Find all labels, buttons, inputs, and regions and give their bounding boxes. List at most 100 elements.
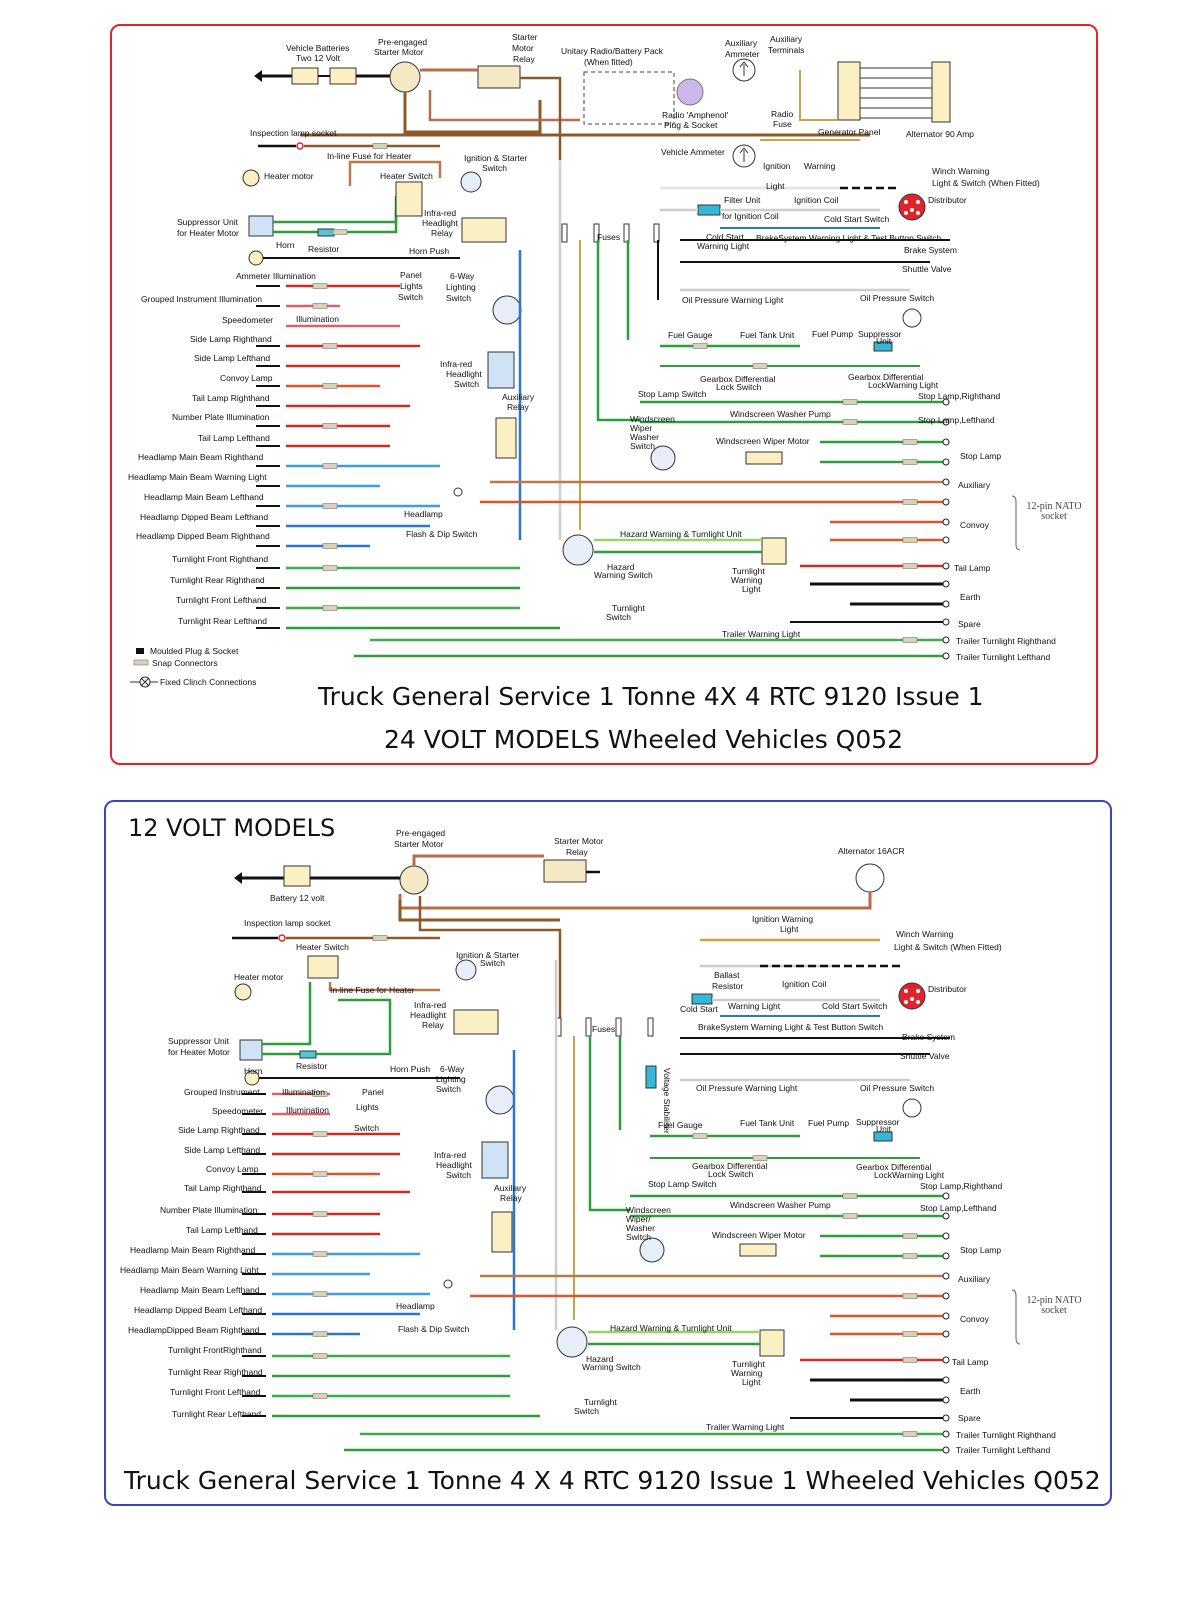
heater-motor-icon: [242, 169, 260, 187]
label-ign-switch: Ignition & Starter: [464, 153, 527, 163]
b-label-hazard-switch: Hazard: [586, 1354, 614, 1364]
label-six-way-sub2: Switch: [446, 293, 471, 303]
label-ign-warning-sub2: Light: [766, 181, 785, 191]
suppressor-heater-icon: [248, 215, 274, 237]
label-oil-warning: Oil Pressure Warning Light: [682, 295, 784, 305]
label-radio-plug-sub: Plug & Socket: [664, 120, 718, 130]
b-label-hazard-unit: Hazard Warning & Turnlight Unit: [610, 1323, 732, 1333]
bottom-labels: Pre-engaged Starter Motor Starter Motor …: [120, 828, 1056, 1455]
bottom-wiring: [232, 854, 1021, 1454]
horn-icon: [248, 250, 264, 266]
label-turnlight-warning-sub2: Light: [742, 584, 761, 594]
b-label-wiper-switch-sub2: Washer: [626, 1223, 655, 1233]
label-illumination: Illumination: [296, 314, 339, 324]
top-out-0: Stop Lamp,Righthand: [918, 391, 1000, 401]
headlamp-switch-icon: [453, 487, 463, 497]
label-alternator: Alternator 90 Amp: [906, 129, 974, 139]
label-batteries: Vehicle Batteries: [286, 43, 349, 53]
b-label-grouped-instrument: Grouped Instrument: [184, 1087, 260, 1097]
label-gearbox-light-sub: LockWarning Light: [868, 380, 939, 390]
top-out-9: Trailer Turnlight Lefthand: [956, 652, 1050, 662]
b-label-oil-warning: Oil Pressure Warning Light: [696, 1083, 798, 1093]
label-winch-warning: Winch Warning: [932, 166, 990, 176]
b-label-starter-relay: Starter Motor: [554, 836, 604, 846]
starter-motor-12v-icon: [399, 865, 429, 895]
diagram-24v-frame: [110, 24, 1098, 765]
b-label-trailer-warning: Trailer Warning Light: [706, 1422, 785, 1432]
label-distributor: Distributor: [928, 195, 967, 205]
nato-socket-label-top: 12-pin NATO socket: [1026, 501, 1082, 522]
top-load-5: Tail Lamp Lefthand: [198, 433, 270, 443]
distributor-12v-icon: [898, 982, 926, 1010]
label-suppressor-heater: Suppressor Unit: [177, 217, 239, 227]
label-radio-pack: Unitary Radio/Battery Pack: [561, 46, 664, 56]
label-fuel-pump: Fuel Pump: [812, 329, 853, 339]
legend-clinch-icon: [130, 676, 158, 688]
label-ir-switch-sub: Headlight: [446, 369, 483, 379]
label-starter-motor-sub: Starter Motor: [374, 47, 424, 57]
b-label-winch-warning-sub: Light & Switch (When Fitted): [894, 942, 1002, 952]
top-labels: Vehicle Batteries Two 12 Volt Pre-engage…: [128, 32, 1056, 687]
label-brake-system: Brake System: [904, 245, 957, 255]
b-label-ir-relay-sub: Headlight: [410, 1010, 447, 1020]
label-starter-relay-sub: Motor: [512, 43, 534, 53]
wiper-motor-12v-icon: [739, 1243, 777, 1257]
six-way-switch-12v-icon: [485, 1085, 515, 1115]
hazard-unit-12v-icon: [759, 1329, 785, 1357]
b-label-brake-system: Brake System: [902, 1032, 955, 1042]
b-label-ir-relay: Infra-red: [414, 1000, 446, 1010]
ir-switch-12v-icon: [481, 1141, 509, 1179]
nato-socket-label-bottom: 12-pin NATO socket: [1026, 1295, 1082, 1316]
bottom-load-8: Headlamp Main Beam Lefthand: [140, 1285, 260, 1295]
inspection-socket-12v-icon: [278, 934, 286, 942]
bottom-out-5: Tail Lamp: [952, 1357, 989, 1367]
aux-relay-12v-icon: [491, 1211, 513, 1253]
suppressor-heater-12v-icon: [239, 1039, 263, 1061]
bottom-out-1: Stop Lamp,Lefthand: [920, 1203, 997, 1213]
label-wiper-switch-sub: Wiper: [630, 423, 652, 433]
hazard-unit-icon: [761, 537, 787, 565]
label-headlamp-switch-sub: Flash & Dip Switch: [406, 529, 478, 539]
b-label-cold-start: Cold Start: [680, 1004, 718, 1014]
b-label-suppressor-heater-sub: for Heater Motor: [168, 1047, 230, 1057]
label-ir-relay: Infra-red: [424, 208, 456, 218]
b-label-ballast: Ballast: [714, 970, 740, 980]
top-load-7: Headlamp Main Beam Warning Light: [128, 472, 267, 482]
b-label-aux-relay-sub: Relay: [500, 1193, 522, 1203]
top-load-4: Number Plate Illumination: [172, 412, 270, 422]
b-label-fuel-gauge: Fuel Gauge: [658, 1120, 703, 1130]
label-ir-relay-sub2: Relay: [431, 228, 453, 238]
label-horn: Horn: [276, 240, 295, 250]
b-label-warning-light: Warning Light: [728, 1001, 781, 1011]
label-wiper-switch-sub2: Washer: [630, 432, 659, 442]
b-label-headlamp-switch-sub: Flash & Dip Switch: [398, 1324, 470, 1334]
b-label-ir-switch-sub: Headlight: [436, 1160, 473, 1170]
top-load-12: Turnlight Rear Righthand: [170, 575, 265, 585]
b-label-distributor: Distributor: [928, 984, 967, 994]
label-trailer-warning: Trailer Warning Light: [722, 629, 801, 639]
label-aux-ammeter-sub: Ammeter: [725, 49, 760, 59]
bottom-load-1: Side Lamp Lefthand: [184, 1145, 260, 1155]
bottom-out-6: Earth: [960, 1386, 981, 1396]
label-filter-unit: Filter Unit: [724, 195, 761, 205]
b-label-six-way-sub: Lighting: [436, 1074, 466, 1084]
b-label-horn-push: Horn Push: [390, 1064, 430, 1074]
b-label-starter-relay-sub: Relay: [566, 847, 588, 857]
ir-switch-icon: [487, 351, 515, 389]
bottom-load-10: HeadlampDipped Beam Righthand: [128, 1325, 260, 1335]
bottom-load-9: Headlamp Dipped Beam Lefthand: [134, 1305, 262, 1315]
b-label-gearbox-switch-sub: Lock Switch: [708, 1169, 754, 1179]
battery-2-icon: [329, 67, 357, 85]
ballast-resistor-icon: [691, 993, 713, 1005]
bottom-load-3: Tail Lamp Righthand: [184, 1183, 262, 1193]
label-turnlight-switch: Turnlight: [612, 603, 645, 613]
label-suppressor-heater-sub: for Heater Motor: [177, 228, 239, 238]
radio-pack-box: [583, 71, 675, 125]
b-label-resistor: Resistor: [296, 1061, 327, 1071]
label-brake-warning: BrakeSystem Warning Light & Test Button …: [756, 233, 941, 243]
legend-1: Snap Connectors: [152, 658, 218, 668]
label-cold-start-switch: Cold Start Switch: [824, 214, 889, 224]
fuel-suppressor-icon: [873, 341, 893, 352]
b-label-six-way-sub2: Switch: [436, 1084, 461, 1094]
oil-switch-icon: [902, 308, 922, 328]
